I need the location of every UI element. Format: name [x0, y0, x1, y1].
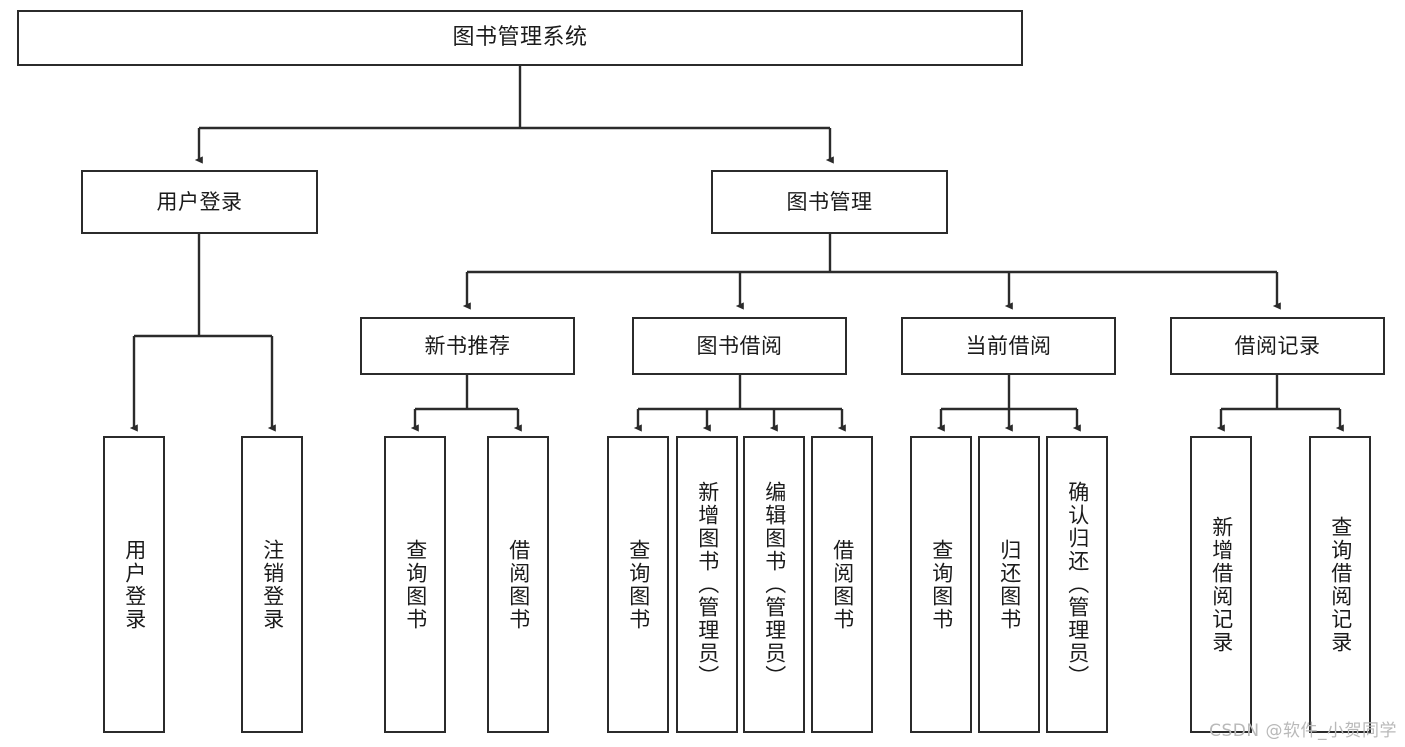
node-borrow-record[interactable]: 借阅记录: [1170, 317, 1385, 375]
watermark-text: CSDN @软件_小贺同学: [1209, 721, 1397, 741]
node-label: 查询借阅记录: [1328, 515, 1353, 654]
leaf-user-login-login[interactable]: 用户登录: [103, 436, 165, 733]
node-label: 归还图书: [997, 538, 1022, 631]
node-book-borrow[interactable]: 图书借阅: [632, 317, 847, 375]
leaf-user-login-logout[interactable]: 注销登录: [241, 436, 303, 733]
leaf-book-borrow-add[interactable]: 新增图书（管理员）: [676, 436, 738, 733]
node-label: 查询图书: [626, 538, 651, 631]
leaf-new-book-query[interactable]: 查询图书: [384, 436, 446, 733]
node-label: 用户登录: [122, 538, 147, 631]
node-label: 编辑图书（管理员）: [762, 481, 787, 688]
node-new-book-recommend[interactable]: 新书推荐: [360, 317, 575, 375]
node-label: 新增借阅记录: [1209, 515, 1234, 654]
node-label: 当前借阅: [965, 333, 1052, 358]
leaf-book-borrow-borrow[interactable]: 借阅图书: [811, 436, 873, 733]
node-label: 用户登录: [156, 189, 243, 214]
node-label: 借阅图书: [830, 538, 855, 631]
node-current-borrow[interactable]: 当前借阅: [901, 317, 1116, 375]
leaf-current-borrow-return[interactable]: 归还图书: [978, 436, 1040, 733]
node-user-login[interactable]: 用户登录: [81, 170, 318, 234]
leaf-new-book-borrow[interactable]: 借阅图书: [487, 436, 549, 733]
node-label: 新增图书（管理员）: [695, 481, 720, 688]
node-label: 查询图书: [403, 538, 428, 631]
node-label: 图书借阅: [696, 333, 783, 358]
leaf-current-borrow-confirm-return[interactable]: 确认归还（管理员）: [1046, 436, 1108, 733]
node-label: 图书管理: [786, 189, 873, 214]
node-label: 图书管理系统: [452, 25, 588, 51]
node-label: 借阅记录: [1234, 333, 1321, 358]
node-label: 新书推荐: [424, 333, 511, 358]
leaf-borrow-record-add[interactable]: 新增借阅记录: [1190, 436, 1252, 733]
node-label: 注销登录: [260, 538, 285, 631]
node-book-management[interactable]: 图书管理: [711, 170, 948, 234]
leaf-current-borrow-query[interactable]: 查询图书: [910, 436, 972, 733]
node-label: 确认归还（管理员）: [1065, 481, 1090, 688]
node-label: 借阅图书: [506, 538, 531, 631]
node-root-system[interactable]: 图书管理系统: [17, 10, 1023, 66]
leaf-borrow-record-query[interactable]: 查询借阅记录: [1309, 436, 1371, 733]
leaf-book-borrow-edit[interactable]: 编辑图书（管理员）: [743, 436, 805, 733]
node-label: 查询图书: [929, 538, 954, 631]
leaf-book-borrow-query[interactable]: 查询图书: [607, 436, 669, 733]
